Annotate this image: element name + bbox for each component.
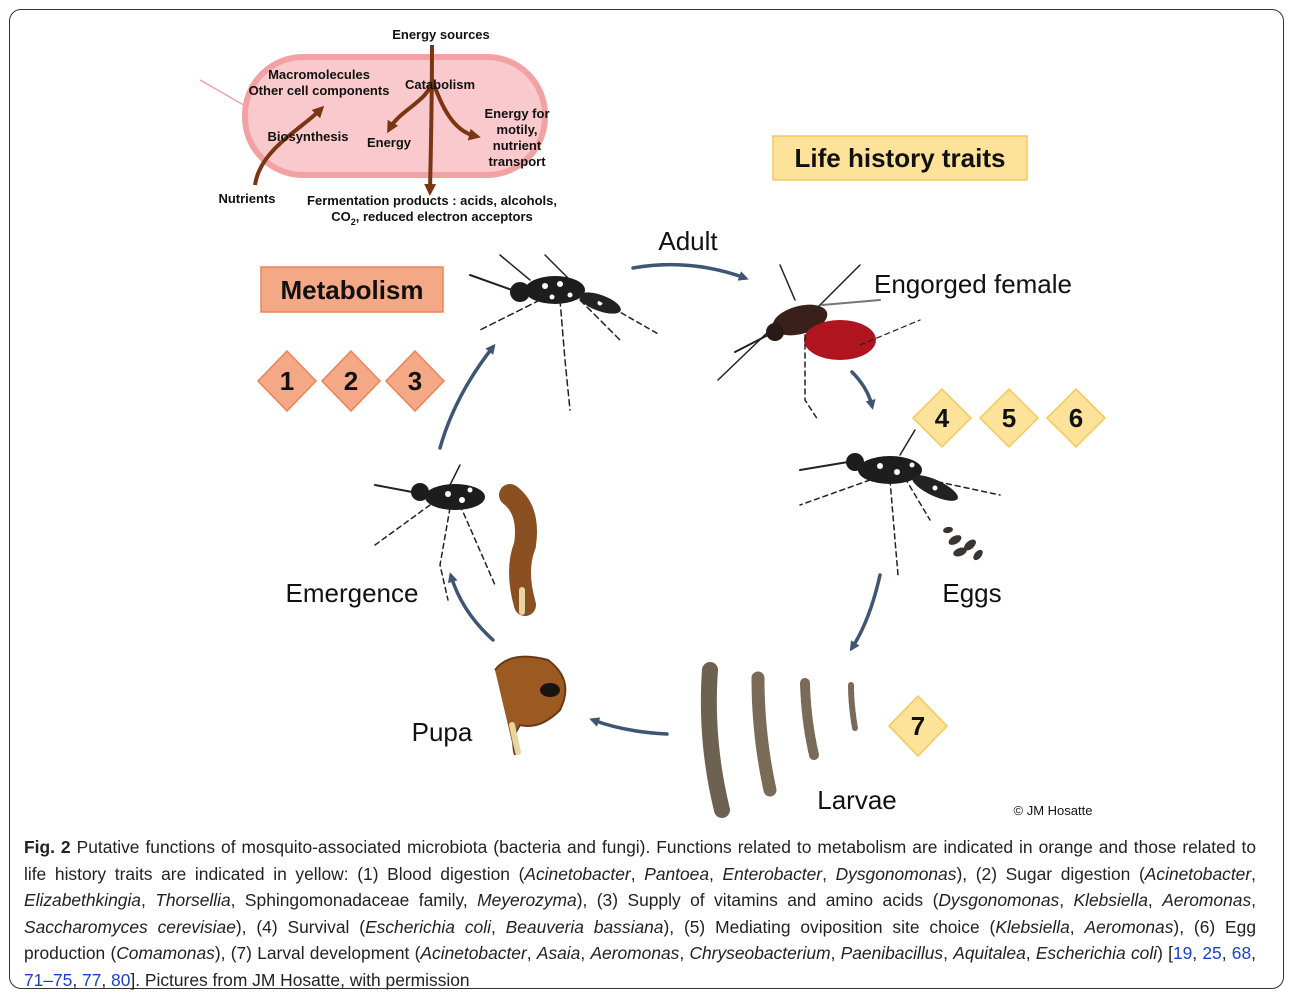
- fermentation-arrow: [430, 45, 432, 190]
- badge-1: 1: [258, 351, 316, 411]
- cycle-arrow-larvae-to-pupa: [593, 720, 667, 734]
- nutrients-label: Nutrients: [218, 191, 275, 206]
- citation-link-68[interactable]: 68: [1232, 943, 1251, 963]
- metabolism-title: Metabolism: [280, 275, 423, 305]
- eggs-image: [943, 526, 985, 562]
- svg-text:1: 1: [280, 366, 294, 396]
- egg-laying-female-image: [800, 430, 1000, 575]
- badge-7: 7: [889, 696, 947, 756]
- stage-label-pupa: Pupa: [412, 717, 473, 747]
- energy-for-label-2: motily,: [497, 122, 538, 137]
- badge-5: 5: [980, 389, 1038, 447]
- figure-caption: Fig. 2 Putative functions of mosquito-as…: [24, 834, 1256, 994]
- svg-text:7: 7: [911, 711, 925, 741]
- citation-link-25[interactable]: 25: [1202, 943, 1221, 963]
- metabolism-diagram: Energy sources Macromolecules Other cell…: [200, 27, 557, 227]
- stage-label-adult: Adult: [658, 226, 718, 256]
- svg-text:4: 4: [935, 403, 950, 433]
- biosynthesis-label: Biosynthesis: [268, 129, 349, 144]
- figure-label: Fig. 2: [24, 837, 71, 857]
- energy-sources-label: Energy sources: [392, 27, 490, 42]
- photo-credit: © JM Hosatte: [1014, 803, 1093, 818]
- fermentation-label-1: Fermentation products : acids, alcohols,: [307, 193, 557, 208]
- life-history-box: Life history traits: [773, 136, 1027, 180]
- citation-link-19[interactable]: 19: [1173, 943, 1192, 963]
- svg-text:3: 3: [408, 366, 422, 396]
- stage-label-emergence: Emergence: [286, 578, 419, 608]
- energy-for-label-1: Energy for: [484, 106, 549, 121]
- citation-link-77[interactable]: 77: [82, 970, 101, 990]
- citation-link-80[interactable]: 80: [111, 970, 130, 990]
- life-history-title: Life history traits: [795, 143, 1006, 173]
- badge-3: 3: [386, 351, 444, 411]
- citation-link-71-75[interactable]: 71–75: [24, 970, 72, 990]
- energy-for-label-4: transport: [488, 154, 546, 169]
- fermentation-label-2: CO2, reduced electron acceptors: [331, 209, 533, 227]
- cycle-arrow-pupa-to-emergence: [451, 576, 493, 640]
- svg-text:6: 6: [1069, 403, 1083, 433]
- svg-text:5: 5: [1002, 403, 1016, 433]
- cycle-arrow-eggs-to-larvae: [852, 575, 880, 648]
- cycle-arrow-engorged-to-laying: [852, 372, 872, 406]
- other-components-label: Other cell components: [249, 83, 390, 98]
- macromolecules-label: Macromolecules: [268, 67, 370, 82]
- adult-mosquito-image: [470, 255, 660, 410]
- badge-4: 4: [913, 389, 971, 447]
- metabolism-box: Metabolism: [261, 267, 443, 312]
- pupa-image: [495, 657, 565, 755]
- cycle-arrow-adult-to-engorged: [633, 265, 745, 278]
- stage-label-larvae: Larvae: [817, 785, 897, 815]
- stage-label-engorged: Engorged female: [874, 269, 1072, 299]
- stage-label-eggs: Eggs: [942, 578, 1001, 608]
- energy-label: Energy: [367, 135, 412, 150]
- energy-for-label-3: nutrient: [493, 138, 542, 153]
- badge-6: 6: [1047, 389, 1105, 447]
- catabolism-label: Catabolism: [405, 77, 475, 92]
- cycle-arrow-emergence-to-adult: [440, 347, 493, 448]
- svg-text:2: 2: [344, 366, 358, 396]
- badge-2: 2: [322, 351, 380, 411]
